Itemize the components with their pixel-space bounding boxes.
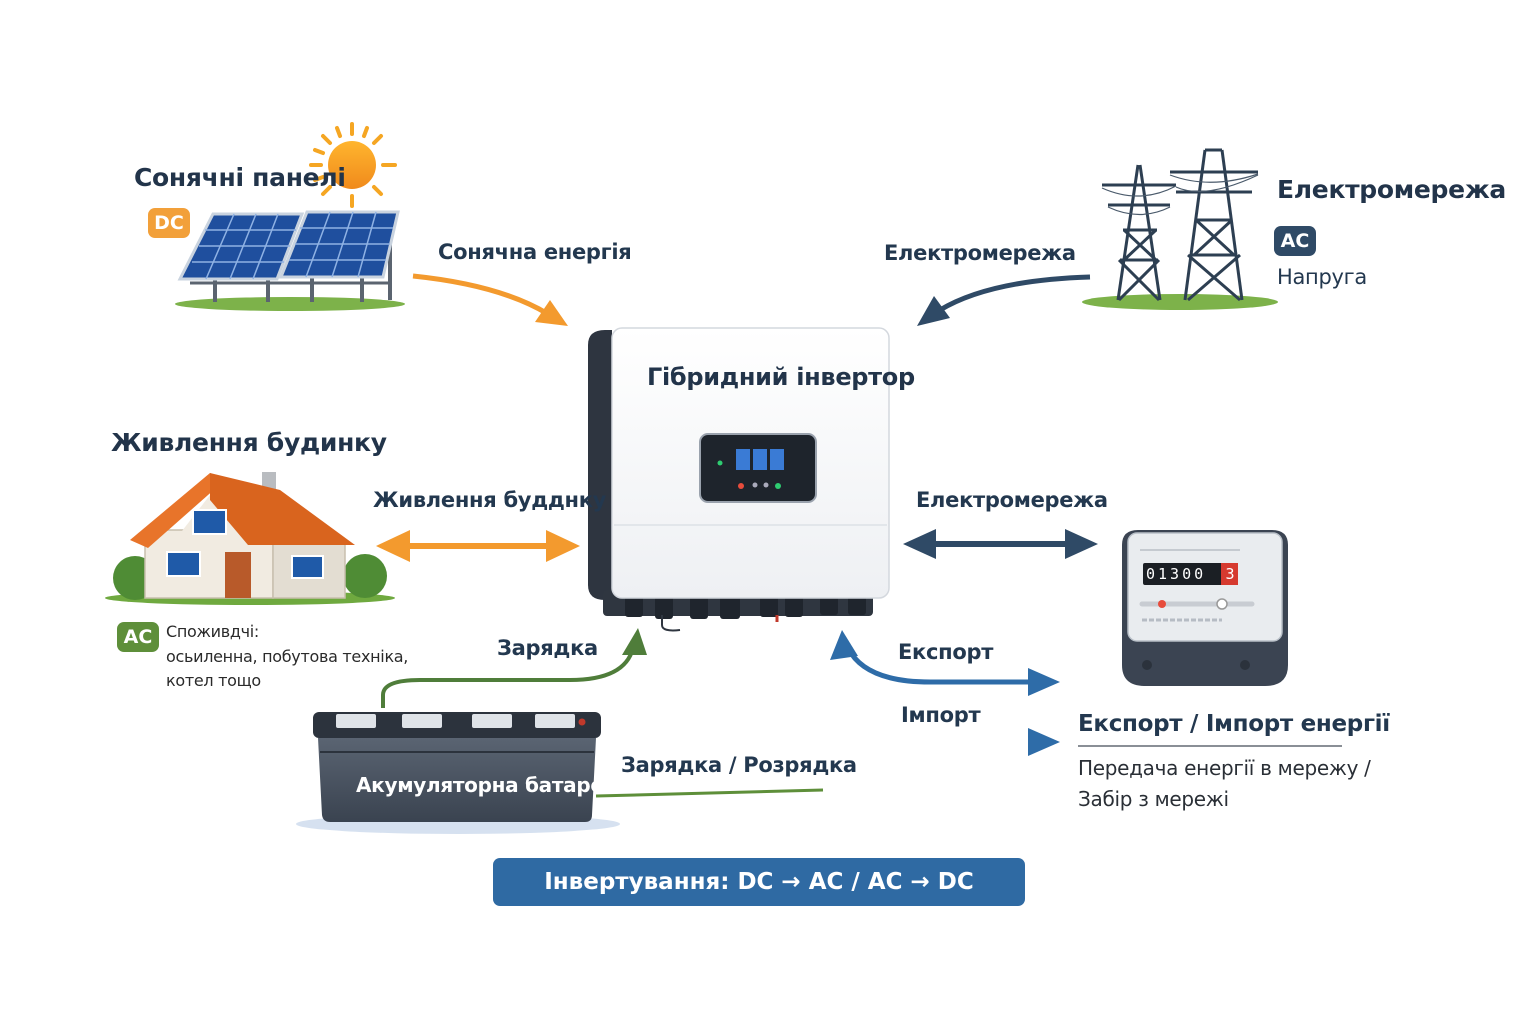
solar-flow-arrow — [412, 273, 568, 326]
battery-title: Акумуляторна батарея — [356, 773, 617, 797]
charge-label: Зарядка — [497, 636, 598, 660]
sun-icon — [309, 122, 397, 208]
export-import-desc-2: Забір з мережі — [1078, 787, 1229, 811]
export-arrow — [830, 630, 1060, 696]
consumers-line-3: котел тощо — [166, 671, 261, 690]
charge-discharge-line — [595, 788, 824, 798]
battery-icon — [296, 712, 620, 834]
solar-flow-label: Сонячна енергія — [438, 240, 632, 264]
solar-dc-badge: DC — [148, 208, 190, 238]
inverter-title: Гібридний інвертор — [647, 363, 915, 391]
house-flow-label: Живлення будднку — [373, 488, 607, 512]
grid-voltage-label: Напруга — [1277, 265, 1367, 289]
power-towers-icon — [1082, 148, 1278, 310]
charge-discharge-label: Зарядка / Розрядка — [621, 753, 857, 777]
solar-panels-icon — [175, 210, 405, 311]
meter-last-digit: 3 — [1225, 565, 1235, 583]
grid-title: Електромережа — [1277, 175, 1506, 204]
grid-flow-label: Електромережа — [884, 241, 1076, 265]
inversion-banner: Інвертування: DC → AC / AC → DC — [493, 858, 1025, 906]
import-label: Імпорт — [901, 703, 981, 727]
meter-digits: 01300 — [1146, 565, 1207, 583]
import-arrow — [850, 728, 1060, 756]
solar-panels-title: Сонячні панелі — [134, 163, 346, 192]
export-import-desc-1: Передача енергії в мережу / — [1078, 756, 1371, 780]
house-icon — [105, 472, 395, 605]
export-import-title: Експорт / Імпорт енергії — [1078, 711, 1390, 737]
energy-meter-icon — [1122, 530, 1288, 686]
house-title: Живлення будинку — [111, 428, 387, 457]
house-flow-arrow — [376, 530, 580, 562]
grid-flow-arrow — [917, 274, 1091, 326]
charge-arrow — [381, 628, 647, 708]
consumers-line-2: осьиленна, побутова техніка, — [166, 647, 409, 666]
grid-ac-badge: AC — [1274, 226, 1316, 256]
meter-flow-arrow — [903, 529, 1098, 559]
export-label: Експорт — [898, 640, 994, 664]
meter-flow-label: Електромережа — [916, 488, 1108, 512]
consumers-line-1: Споживдчі: — [166, 622, 260, 641]
house-ac-badge: AC — [117, 622, 159, 652]
inverter-icon — [588, 327, 890, 632]
section-divider — [1078, 745, 1342, 747]
